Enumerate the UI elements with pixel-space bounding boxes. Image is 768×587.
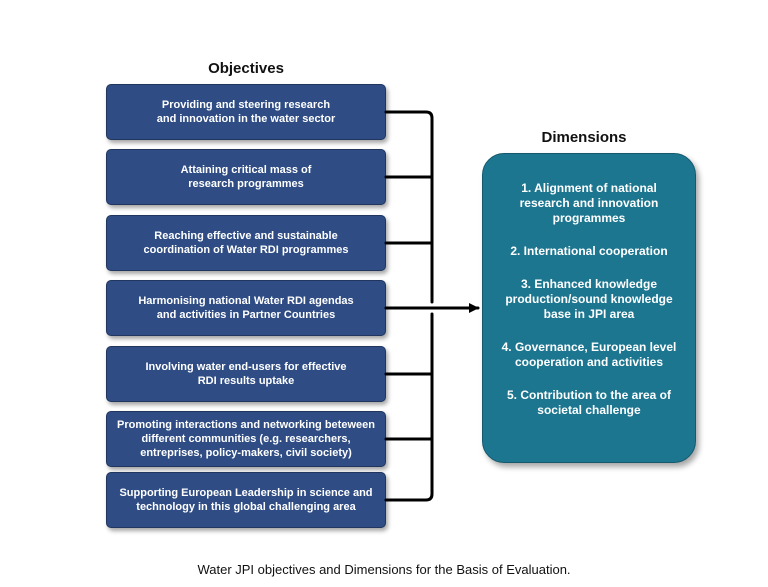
- dimension-item-2: 2. International cooperation: [510, 244, 668, 258]
- connector-1: [384, 110, 434, 304]
- objective-box-4: Harmonising national Water RDI agendas a…: [106, 280, 386, 336]
- dimension-item-1: 1. Alignment of national research and in…: [519, 181, 659, 225]
- objective-box-2: Attaining critical mass of research prog…: [106, 149, 386, 205]
- dimension-item-5: 5. Contribution to the area of societal …: [507, 388, 671, 417]
- objectives-heading: Objectives: [208, 60, 284, 77]
- objective-box-5: Involving water end-users for effective …: [106, 346, 386, 402]
- objective-label-5: Involving water end-users for effective …: [145, 361, 347, 387]
- objective-label-3: Reaching effective and sustainable coord…: [143, 230, 349, 256]
- dimensions-heading: Dimensions: [541, 129, 627, 146]
- objective-label-7: Supporting European Leadership in scienc…: [119, 487, 373, 513]
- connector-7: [384, 312, 434, 502]
- objective-label-1: Providing and steering research and inno…: [156, 99, 336, 125]
- objective-label-6: Promoting interactions and networking be…: [117, 419, 375, 459]
- figure-caption: Water JPI objectives and Dimensions for …: [197, 562, 571, 577]
- objective-label-4: Harmonising national Water RDI agendas a…: [138, 295, 354, 321]
- dimension-item-4: 4. Governance, European level cooperatio…: [501, 340, 677, 369]
- dimension-item-3: 3. Enhanced knowledge production/sound k…: [505, 277, 673, 321]
- dimensions-box: 1. Alignment of national research and in…: [482, 153, 696, 463]
- objective-label-2: Attaining critical mass of research prog…: [180, 164, 312, 190]
- objective-box-6: Promoting interactions and networking be…: [106, 411, 386, 467]
